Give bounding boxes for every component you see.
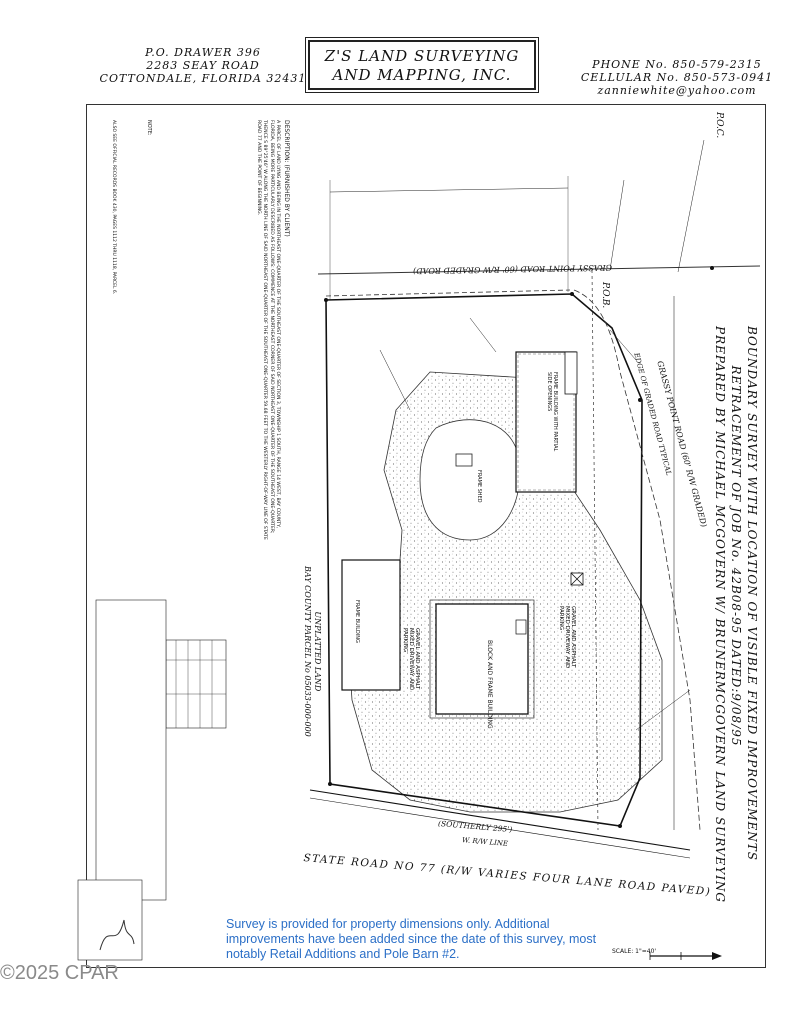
frame-building xyxy=(341,559,401,691)
description-text: A PARCEL OF LAND LYING AND BEING IN THE … xyxy=(255,120,280,540)
company-address: P.O. DRAWER 396 2283 SEAY ROAD COTTONDAL… xyxy=(88,46,318,85)
building-label: FRAME BUILDING xyxy=(354,600,360,643)
island xyxy=(419,419,521,541)
company-contact: PHONE No. 850-579-2315 CELLULAR No. 850-… xyxy=(572,58,782,97)
title-line: PREPARED BY MICHAEL MCGOVERN W/ BRUNERMC… xyxy=(713,326,727,904)
building-label: FRAME SHED xyxy=(476,470,482,503)
legend-box xyxy=(95,599,167,901)
survey-notice: Survey is provided for property dimensio… xyxy=(226,917,597,961)
deed-reference: ALSO SEE OFFICIAL RECORDS BOOK 430, PAGE… xyxy=(111,120,116,295)
cellular-line: CELLULAR No. 850-573-0941 xyxy=(580,71,774,84)
notes-block: NOTE: ALSO SEE OFFICIAL RECORDS BOOK 430… xyxy=(111,120,152,340)
frame-shed xyxy=(455,453,473,467)
grassy-point-road-edge xyxy=(317,265,761,275)
legal-description: DESCRIPTION: (FURNISHED BY CLIENT) A PAR… xyxy=(254,120,290,540)
company-name-line: Z'S LAND SURVEYING xyxy=(324,47,520,65)
paving-label: GRAVEL AND ASPHALT MIXED DRIVEWAY AND PA… xyxy=(402,628,420,691)
company-logo: Z'S LAND SURVEYING AND MAPPING, INC. xyxy=(305,37,539,93)
description-heading: DESCRIPTION: (FURNISHED BY CLIENT) xyxy=(283,120,290,237)
email-line: zanniewhite@yahoo.com xyxy=(597,84,757,97)
address-line: COTTONDALE, FLORIDA 32431 xyxy=(99,72,307,85)
block-frame-building xyxy=(435,603,529,715)
survey-sheet xyxy=(86,104,766,968)
building-label: FRAME BUILDING WITH PARTIAL SIDE OPENING… xyxy=(546,372,558,452)
certification-box xyxy=(77,879,143,961)
graded-road-edge xyxy=(573,289,701,831)
title-line: RETRACEMENT OF JOB No. 42B08-95 DATED:9/… xyxy=(729,365,743,747)
unplatted-land-label: UNPLATTED LAND BAY COUNTY PARCEL No 0503… xyxy=(302,566,322,737)
phone-line: PHONE No. 850-579-2315 xyxy=(592,58,762,71)
paving-label: GRAVEL AND ASPHALT MIXED DRIVEWAY AND PA… xyxy=(558,606,576,669)
address-line: 2283 SEAY ROAD xyxy=(146,59,260,72)
survey-title: BOUNDARY SURVEY WITH LOCATION OF VISIBLE… xyxy=(712,326,760,904)
title-line: BOUNDARY SURVEY WITH LOCATION OF VISIBLE… xyxy=(745,326,759,862)
address-line: P.O. DRAWER 396 xyxy=(145,46,261,59)
poc-label: P.O.C. xyxy=(714,112,724,139)
notes-heading: NOTE: xyxy=(146,120,152,136)
scale-label: SCALE: 1"=40' xyxy=(612,948,657,955)
pob-label: P.O.B. xyxy=(600,282,610,309)
building-label: BLOCK AND FRAME BUILDING xyxy=(486,640,493,729)
state-road-rw-line xyxy=(309,789,691,851)
parcel-line: BAY COUNTY PARCEL No 05033-000-000 xyxy=(303,566,312,737)
parcel-line: UNPLATTED LAND xyxy=(313,611,322,692)
curve-table xyxy=(165,639,227,729)
copyright-watermark: ©2025 CPAR xyxy=(0,962,119,984)
parcel-boundary xyxy=(325,293,643,827)
company-name-line: AND MAPPING, INC. xyxy=(332,66,512,84)
